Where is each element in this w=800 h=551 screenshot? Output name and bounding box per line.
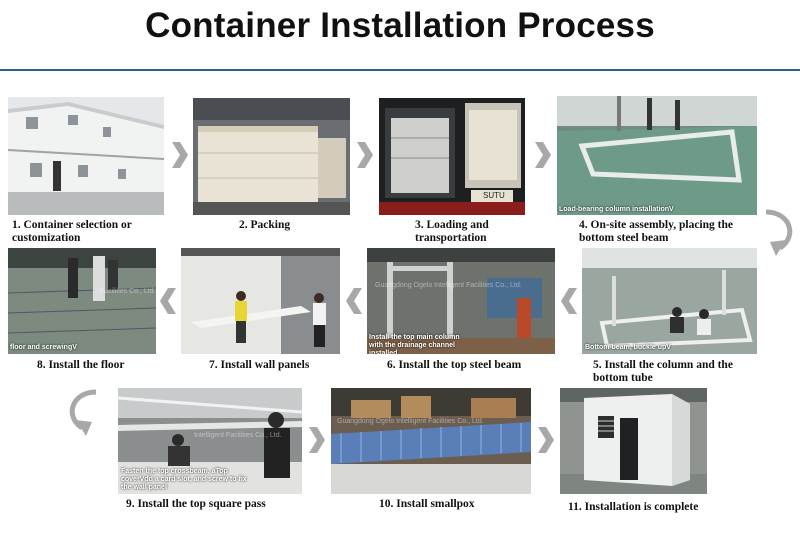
watermark: Guangdong Ogelo Intelligent Facilities C… [337, 418, 484, 425]
step-2-photo [193, 98, 350, 215]
chevron-right-icon [533, 140, 553, 170]
step-3-caption: 3. Loading and transportation [415, 219, 489, 244]
step-5-photo: Bottom beam, buckle upV [582, 248, 757, 354]
step-2-caption: 2. Packing [239, 219, 291, 231]
step-9-photo: Fasten the top crossbeam, aTop coverVdd … [118, 388, 302, 494]
chevron-right-icon [536, 425, 556, 455]
step-3-photo: SUTU [379, 98, 525, 215]
step-6-photo: Install the top main column with the dra… [367, 248, 555, 354]
curved-arrow-icon [62, 388, 102, 440]
step-11-caption: 11. Installation is complete [568, 501, 699, 513]
step-4-overlay: Load-bearing column installationV [559, 206, 674, 213]
curved-arrow-icon [760, 208, 800, 260]
step-10-caption: 10. Install smallpox [379, 498, 475, 510]
watermark: Intelligent Facilities Co., Ltd. [194, 432, 282, 439]
step-1-photo [8, 97, 164, 215]
step-6-overlay: Install the top main column with the dra… [369, 334, 460, 354]
step-9-caption: 9. Install the top square pass [126, 498, 266, 510]
title-divider [0, 69, 800, 71]
step-4-caption: 4. On-site assembly, placing the bottom … [579, 219, 733, 244]
step-5-overlay: Bottom beam, buckle upV [585, 344, 671, 351]
chevron-left-icon [344, 286, 364, 316]
step-7-caption: 7. Install wall panels [209, 359, 310, 371]
watermark: Facilities Co., Ltd. [100, 288, 156, 295]
chevron-right-icon [355, 140, 375, 170]
step-7-photo [181, 248, 340, 354]
step-8-overlay: floor and screwingV [10, 344, 77, 351]
chevron-right-icon [170, 140, 190, 170]
step-10-photo: Guangdong Ogelo Intelligent Facilities C… [331, 388, 531, 494]
step-8-photo: floor and screwingV Facilities Co., Ltd. [8, 248, 156, 354]
page-title: Container Installation Process [145, 6, 655, 45]
watermark: Guangdong Ogelo Intelligent Facilities C… [375, 282, 522, 289]
chevron-left-icon [559, 286, 579, 316]
step-4-photo: Load-bearing column installationV [557, 96, 757, 215]
step-5-caption: 5. Install the column and the bottom tub… [593, 359, 733, 384]
step-9-overlay: Fasten the top crossbeam, aTop coverVdd … [121, 468, 247, 491]
chevron-right-icon [307, 425, 327, 455]
step-11-photo [560, 388, 707, 494]
chevron-left-icon [158, 286, 178, 316]
step-8-caption: 8. Install the floor [37, 359, 125, 371]
step-1-caption: 1. Container selection or customization [12, 219, 132, 244]
step-6-caption: 6. Install the top steel beam [387, 359, 522, 371]
